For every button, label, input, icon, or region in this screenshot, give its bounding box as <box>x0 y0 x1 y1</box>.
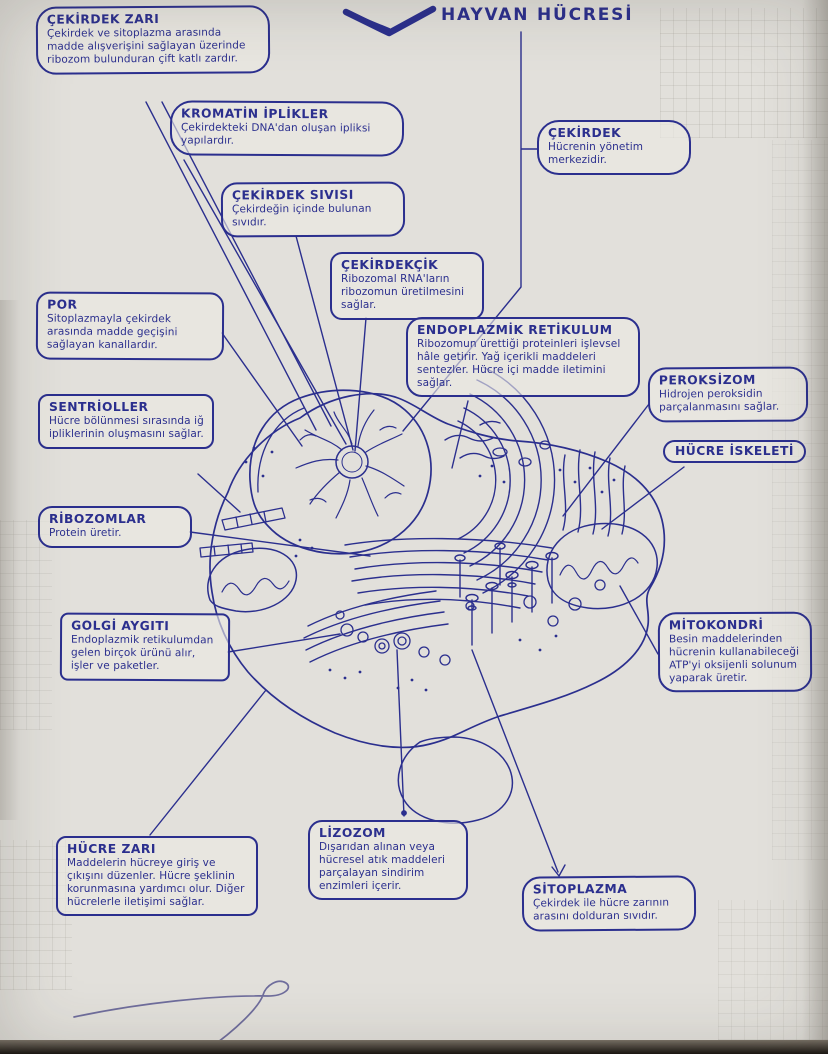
label-term: SENTRİOLLER <box>49 400 149 414</box>
leader-line-cekirdek-zari <box>145 101 317 431</box>
checkmark-icon <box>342 5 437 37</box>
label-desc: Hücre bölünmesi sırasında iğ ipliklerini… <box>49 415 204 440</box>
leader-line-lizozom <box>396 649 405 817</box>
label-term: KROMATİN İPLİKLER <box>181 106 329 122</box>
label-box-cekirdek-sivisi: ÇEKİRDEK SIVISI Çekirdeğin içinde buluna… <box>220 181 406 238</box>
scan-bottom-edge <box>0 1040 828 1054</box>
label-term: SİTOPLAZMA <box>532 881 628 897</box>
label-term: MİTOKONDRİ <box>668 617 764 633</box>
label-term: ENDOPLAZMİK RETİKULUM <box>417 323 613 337</box>
centrioles <box>199 507 286 558</box>
label-term: POR <box>47 297 78 312</box>
golgi-apparatus <box>303 590 449 663</box>
label-box-cekirdek-zari: ÇEKİRDEK ZARI Çekirdek ve sitoplazma ara… <box>35 5 271 75</box>
leader-line-cekirdek-sivisi <box>295 235 354 451</box>
label-desc: Çekirdekteki DNA'dan oluşan ipliksi yapı… <box>180 121 371 147</box>
label-desc: Dışarıdan alınan veya hücresel atık madd… <box>319 841 446 892</box>
leader-line-por <box>221 332 303 447</box>
label-box-lizozom: LİZOZOM Dışarıdan alınan veya hücresel a… <box>308 820 468 901</box>
label-box-hucre-iskeleti: HÜCRE İSKELETİ <box>663 440 807 464</box>
label-box-ribozomlar: RİBOZOMLAR Protein üretir. <box>38 506 192 548</box>
nucleus <box>249 389 432 555</box>
vesicles-lysosomes <box>335 440 606 666</box>
label-term: ÇEKİRDEK ZARI <box>46 11 160 27</box>
label-desc: Protein üretir. <box>49 527 122 540</box>
label-desc: Endoplazmik retikulumdan gelen birçok ür… <box>70 633 214 672</box>
label-box-golgi-aygiti: GOLGİ AYGITI Endoplazmik retikulumdan ge… <box>59 612 231 681</box>
label-term: GOLGİ AYGITI <box>71 618 170 634</box>
leader-line-hucre-iskeleti <box>601 466 685 530</box>
chromatin-threads <box>295 409 405 519</box>
label-term: LİZOZOM <box>319 826 386 840</box>
leader-lines <box>145 31 685 877</box>
label-term: ÇEKİRDEK SIVISI <box>231 187 354 203</box>
leader-arrowhead <box>551 864 566 877</box>
label-box-endoplazmik-retikulum: ENDOPLAZMİK RETİKULUM Ribozomun ürettiği… <box>406 317 640 398</box>
label-box-sentrioller: SENTRİOLLER Hücre bölünmesi sırasında iğ… <box>38 394 214 449</box>
label-desc: Çekirdeğin içinde bulunan sıvıdır. <box>231 202 372 229</box>
page-title: HAYVAN HÜCRESİ <box>441 5 634 25</box>
label-desc: Ribozomal RNA'ların ribozomun üretilmesi… <box>341 273 465 311</box>
leader-line-mitokondri <box>619 585 659 655</box>
label-desc: Besin maddelerinden hücrenin kullanabile… <box>668 632 800 684</box>
vacuole <box>397 736 514 824</box>
leader-line-peroksizom <box>562 403 650 517</box>
label-desc: Çekirdek ve sitoplazma arasında madde al… <box>46 26 246 66</box>
label-box-cekirdekcik: ÇEKİRDEKÇİK Ribozomal RNA'ların ribozomu… <box>330 252 484 320</box>
label-box-mitokondri: MİTOKONDRİ Besin maddelerinden hücrenin … <box>657 611 813 693</box>
leader-dot <box>401 810 407 816</box>
mitochondrion-left <box>207 547 298 613</box>
label-term: HÜCRE İSKELETİ <box>675 444 795 458</box>
signature-doodle <box>73 980 290 1051</box>
ribosome-dots <box>244 446 616 692</box>
leader-line-cekirdek-zari <box>161 101 332 427</box>
cytoskeleton-elements <box>454 542 559 646</box>
er-stack <box>344 537 553 609</box>
label-box-hucre-zari: HÜCRE ZARI Maddelerin hücreye giriş ve ç… <box>56 836 258 917</box>
leader-line-sentrioller <box>197 473 241 513</box>
label-term: ÇEKİRDEK <box>548 126 622 140</box>
label-box-por: POR Sitoplazmayla çekirdek arasında madd… <box>35 291 225 361</box>
leader-line-hucre-zari <box>149 689 267 836</box>
nucleolus <box>335 445 369 479</box>
leader-line-ribozomlar <box>189 531 371 557</box>
label-desc: Maddelerin hücreye giriş ve çıkışını düz… <box>67 857 245 908</box>
leader-line-kromatin <box>183 159 347 445</box>
label-desc: Hidrojen peroksidin parçalanmasını sağla… <box>658 387 780 414</box>
label-term: ÇEKİRDEKÇİK <box>341 258 439 272</box>
endoplasmic-reticulum <box>444 366 626 594</box>
label-box-peroksizom: PEROKSİZOM Hidrojen peroksidin parçalanm… <box>647 366 809 423</box>
label-box-sitoplazma: SİTOPLAZMA Çekirdek ile hücre zarının ar… <box>521 875 697 932</box>
label-desc: Çekirdek ile hücre zarının arasını doldu… <box>532 896 670 923</box>
label-term: RİBOZOMLAR <box>49 512 147 526</box>
leader-line-cekirdekcik <box>354 317 367 452</box>
leader-line-sitoplazma <box>471 649 559 873</box>
label-desc: Ribozomun ürettiği proteinleri işlevsel … <box>417 338 621 389</box>
label-box-cekirdek: ÇEKİRDEK Hücrenin yönetim merkezidir. <box>537 120 691 175</box>
label-desc: Sitoplazmayla çekirdek arasında madde ge… <box>46 312 178 351</box>
leader-line-golgi <box>227 633 341 653</box>
label-term: HÜCRE ZARI <box>67 842 156 856</box>
mitochondrion-right <box>546 522 658 610</box>
label-box-kromatin-iplikler: KROMATİN İPLİKLER Çekirdekteki DNA'dan o… <box>169 100 405 157</box>
leader-line-endoplazmik <box>451 400 469 469</box>
label-desc: Hücrenin yönetim merkezidir. <box>548 141 644 166</box>
label-term: PEROKSİZOM <box>658 372 756 388</box>
